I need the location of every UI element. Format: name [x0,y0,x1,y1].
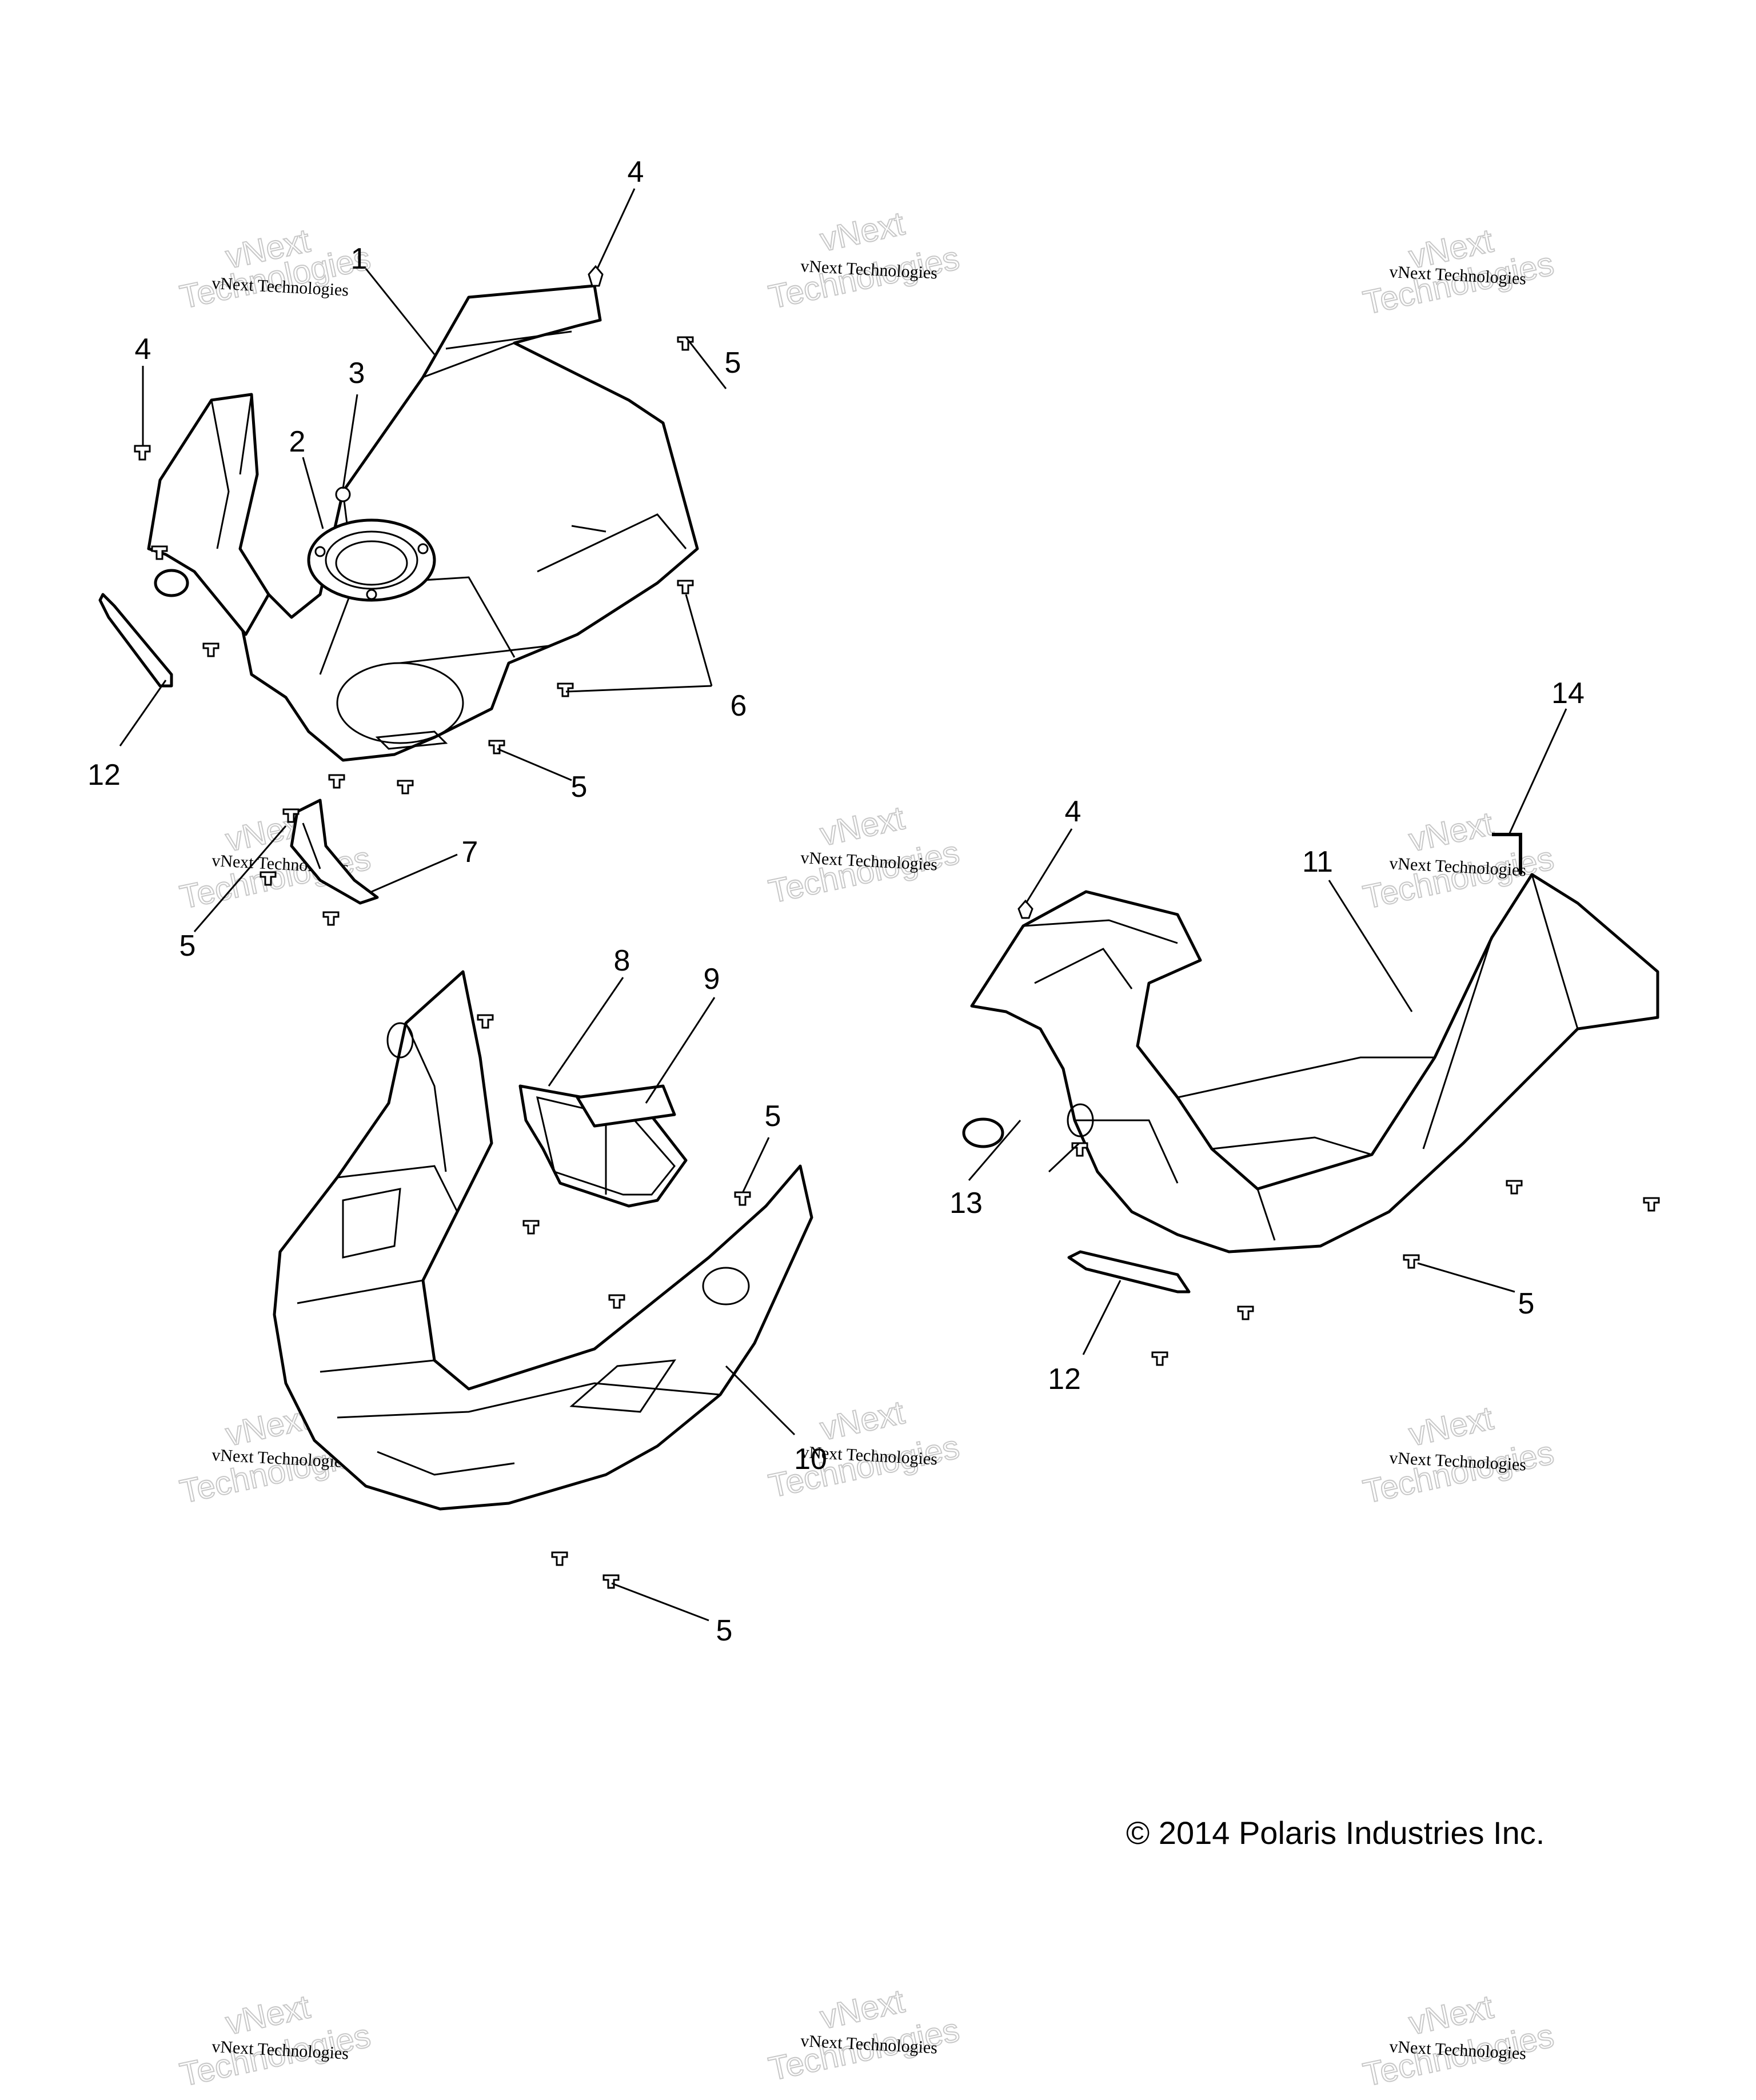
upper-grommet [154,569,189,597]
callout-2: 2 [289,425,306,458]
callout-8: 8 [614,944,630,977]
upper-left-side-bracket [147,393,270,636]
decal-label [576,1084,676,1128]
callout-9: 9 [704,963,720,996]
svg-text:vNext: vNext [1406,805,1496,859]
callout-7: 7 [462,836,478,869]
svg-text:vNext: vNext [817,205,908,258]
svg-text:vNext: vNext [817,1394,908,1447]
gauge-ring [307,518,436,602]
callout-5-left: 5 [179,929,196,963]
callout-5-side: 5 [1518,1287,1535,1320]
upper-fasteners [134,265,694,926]
leader-lines [119,188,1567,1622]
watermark-top-left: vNext Technologies vNext Technologies [176,221,374,316]
lower-front-panel [273,970,813,1511]
watermark-bottom-left: vNext Technologies vNext Technologies [176,1987,374,2094]
svg-text:vNext: vNext [1406,1399,1496,1453]
watermark-bottom-right: vNext Technologies vNext Technologies [1359,1987,1558,2094]
copyright-notice: © 2014 Polaris Industries Inc. [1126,1815,1545,1851]
small-mount-bracket [290,799,379,905]
callout-4-left: 4 [135,333,151,366]
svg-text:vNext: vNext [817,799,908,853]
callout-3: 3 [349,357,365,390]
callout-13: 13 [949,1187,983,1220]
side-grommet [962,1117,1004,1148]
watermark-top-right: vNext Technologies vNext Technologies [1359,221,1558,322]
callout-4-right: 4 [1065,795,1081,828]
watermark-bottom-center: vNext Technologies vNext Technologies [765,1982,963,2088]
watermark-lower-right: vNext Technologies vNext Technologies [1359,1399,1558,1511]
callout-10: 10 [794,1443,827,1476]
callout-1: 1 [351,242,368,276]
watermark-middle-center: vNext Technologies vNext Technologies [765,799,963,911]
hex-key [1492,833,1522,875]
lower-fasteners [477,1014,751,1589]
callout-5-bottom: 5 [716,1614,733,1647]
callout-12-upper: 12 [87,758,121,792]
callout-labels: 1 2 3 4 4 4 5 5 5 5 5 5 6 7 8 9 10 11 12… [87,155,1585,1647]
callout-12-side: 12 [1048,1363,1081,1396]
side-console-panel [970,873,1659,1253]
callout-5-upper-right: 5 [725,346,741,380]
callout-4-top: 4 [628,155,644,189]
watermark-middle-left: vNext Technologies vNext Technologies [176,804,374,916]
callout-6: 6 [731,689,747,722]
side-fasteners [1017,899,1660,1366]
callout-11: 11 [1302,845,1333,879]
svg-text:Technologies: Technologies [1360,1434,1557,1511]
side-strap [1067,1250,1191,1293]
callout-14: 14 [1551,677,1585,710]
watermark-top-center: vNext Technologies vNext Technologies [765,204,963,316]
upper-strap [98,593,173,688]
callout-5-upper-bottom: 5 [571,770,588,804]
callout-5-storage: 5 [765,1100,781,1133]
